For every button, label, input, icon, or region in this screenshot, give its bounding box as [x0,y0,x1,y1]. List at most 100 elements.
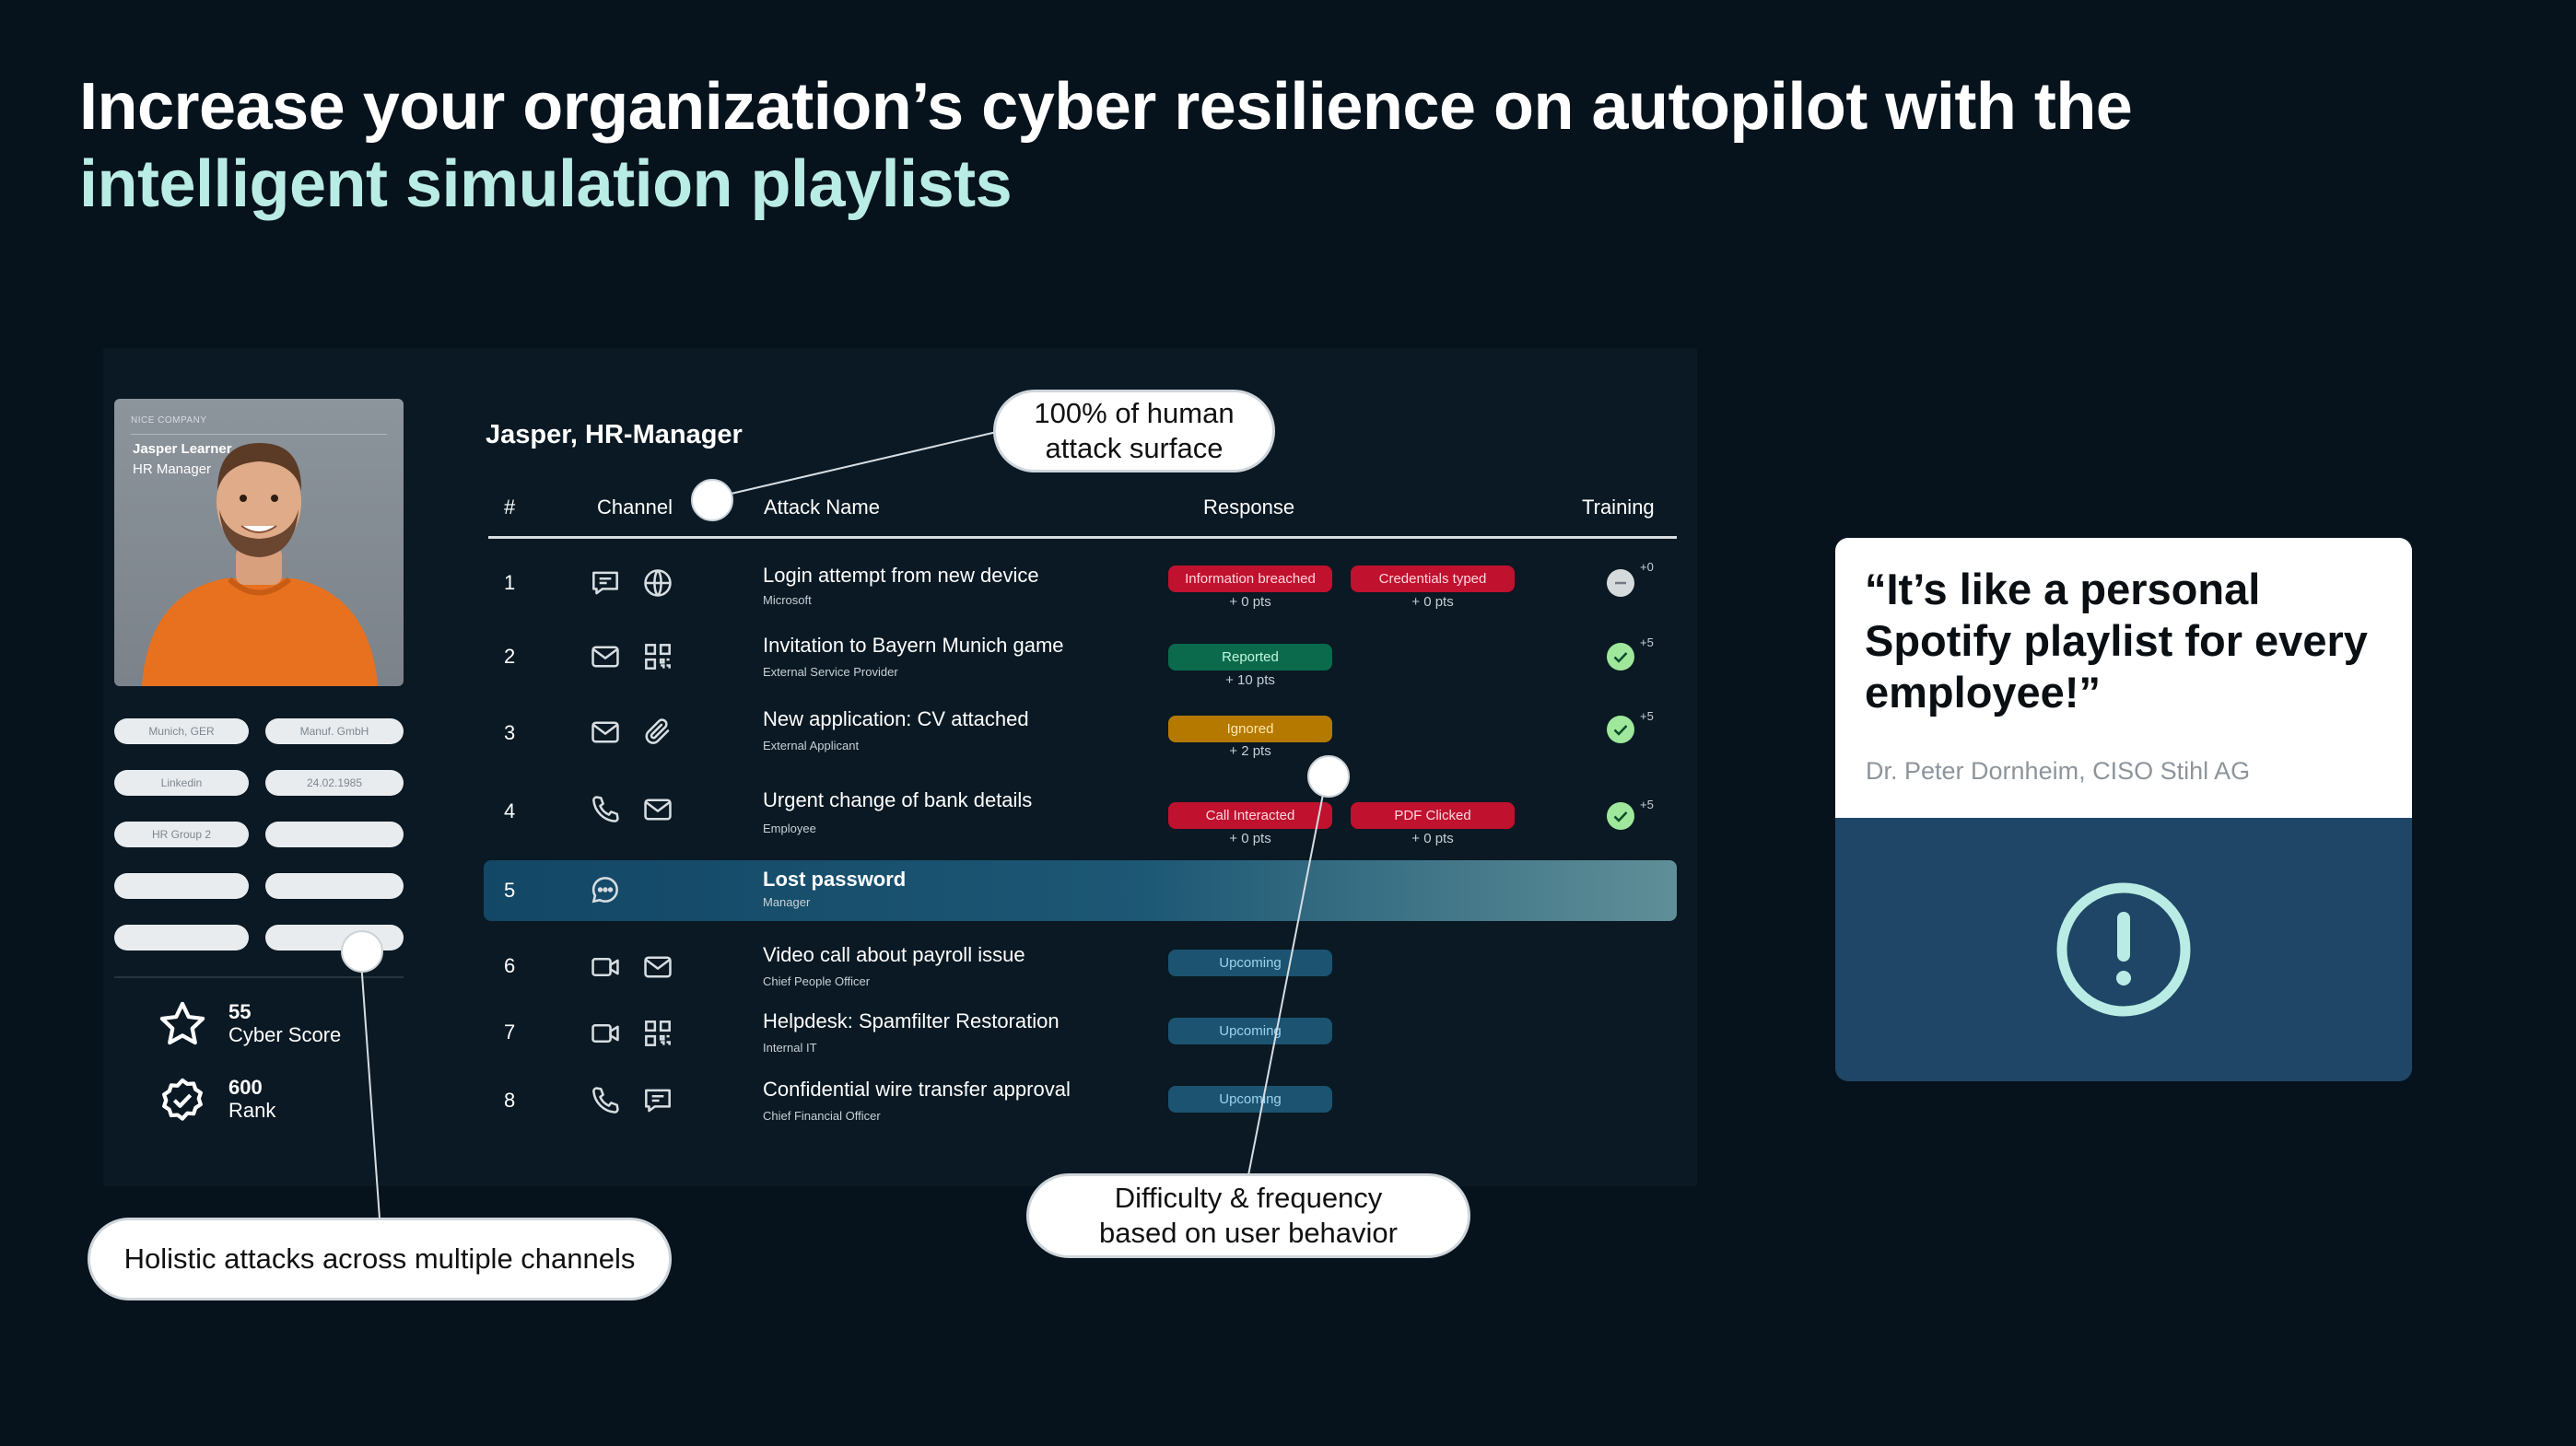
quote-author: Dr. Peter Dornheim, CISO Stihl AG [1866,757,2251,785]
tag-empty [114,873,249,899]
cyber-score-label: Cyber Score [228,1023,342,1046]
mail-icon [640,792,675,827]
qr-code-icon [640,639,675,674]
response-points: + 0 pts [1411,594,1454,610]
company-name: NICE COMPANY [131,415,207,426]
phone-icon [588,792,623,827]
training-points: +5 [1640,798,1654,811]
response-badge: Call Interacted [1168,802,1332,829]
callout-anchor-dot [691,479,733,521]
response-badge: Reported [1168,644,1332,671]
tag-birthdate: 24.02.1985 [265,770,404,796]
column-header-attack: Attack Name [764,496,880,519]
rank-stat: 600 Rank [157,1074,275,1125]
row-number: 5 [504,879,516,902]
attack-name: Video call about payroll issue [763,943,1025,966]
row-number: 2 [504,645,516,668]
tag-location: Munich, GER [114,718,249,744]
column-header-response: Response [1203,496,1295,519]
training-done-icon [1607,802,1634,830]
tag-company: Manuf. GmbH [265,718,404,744]
callout-text: Holistic attacks across multiple channel… [123,1242,636,1275]
row-number: 4 [504,799,516,822]
callout-text: attack surface [1045,432,1224,464]
row-number: 6 [504,954,516,977]
response-badge: Ignored [1168,716,1332,742]
training-points: +5 [1640,636,1654,649]
response-badge: Upcoming [1168,1086,1332,1113]
tag-empty [114,925,249,950]
mail-icon [588,639,623,674]
attack-name: Helpdesk: Spamfilter Restoration [763,1009,1060,1032]
alert-circle-icon [2056,882,2191,1017]
attack-sender: Chief Financial Officer [763,1109,881,1123]
response-points: + 2 pts [1229,743,1271,759]
rank-value: 600 [228,1076,263,1099]
callout-multichannel: Holistic attacks across multiple channel… [88,1218,672,1300]
training-points: +5 [1640,709,1654,723]
star-icon [159,1001,205,1045]
callout-difficulty: Difficulty & frequency based on user beh… [1026,1173,1470,1258]
callout-text: based on user behavior [1098,1217,1398,1249]
response-badge: Upcoming [1168,1018,1332,1044]
headline-line-2: intelligent simulation playlists [79,147,1013,221]
column-header-num: # [504,496,516,519]
response-badge: Credentials typed [1351,566,1515,592]
cyber-score-value: 55 [228,1000,252,1023]
headline: Increase your organization’s cyber resil… [79,68,2133,223]
attack-sender: Internal IT [763,1041,817,1055]
quote-card [1835,538,2412,818]
attack-name: Urgent change of bank details [763,788,1033,811]
qr-code-icon [640,1016,675,1051]
attack-sender: External Applicant [763,739,860,752]
rank-label: Rank [228,1099,276,1122]
quote-text: “It’s like a personal Spotify playlist f… [1865,565,2368,717]
globe-icon [640,566,675,601]
training-points: +0 [1640,560,1654,574]
attack-name: Confidential wire transfer approval [763,1078,1071,1101]
tag-group: HR Group 2 [114,822,249,847]
callout-attack-surface: 100% of human attack surface [993,390,1275,472]
cyber-score-stat: 55 Cyber Score [157,998,341,1050]
quote-card-footer [1835,818,2412,1081]
tag-empty [265,873,404,899]
attack-name: Lost password [763,868,907,891]
response-badge: PDF Clicked [1351,802,1515,829]
callout-text: 100% of human [1034,397,1235,429]
chat-icon [640,1083,675,1118]
response-points: + 0 pts [1411,831,1454,846]
training-done-icon [1607,643,1634,671]
attack-name: Invitation to Bayern Munich game [763,634,1064,657]
attack-name: New application: CV attached [763,707,1029,730]
tag-linkedin: Linkedin [114,770,249,796]
video-icon [588,1016,623,1051]
phone-icon [588,1083,623,1118]
badge-check-icon [162,1078,203,1121]
video-icon [588,950,623,985]
response-points: + 10 pts [1225,672,1275,688]
active-row-highlight [484,860,1677,921]
row-number: 1 [504,571,516,594]
profile-divider [114,976,404,978]
attack-sender: Employee [763,822,816,835]
chat-bubble-icon [588,872,623,907]
profile-name: Jasper Learner [133,441,232,457]
row-number: 8 [504,1089,516,1112]
attack-sender: Chief People Officer [763,974,871,988]
response-badge: Upcoming [1168,950,1332,976]
mail-icon [640,950,675,985]
callout-anchor-dot [341,930,383,973]
profile-card: NICE COMPANY Jasper Learner HR Manager [114,399,404,686]
profile-divider [131,434,387,435]
response-points: + 0 pts [1229,831,1271,846]
callout-anchor-dot [1307,755,1350,798]
training-neutral-icon [1607,569,1634,597]
table-title: Jasper, HR-Manager [486,420,743,449]
callout-text: Difficulty & frequency [1114,1182,1383,1214]
response-points: + 0 pts [1229,594,1271,610]
attack-sender: Manager [763,895,811,909]
tag-empty [265,822,404,847]
column-header-training: Training [1582,496,1655,519]
attachment-icon [640,715,675,750]
